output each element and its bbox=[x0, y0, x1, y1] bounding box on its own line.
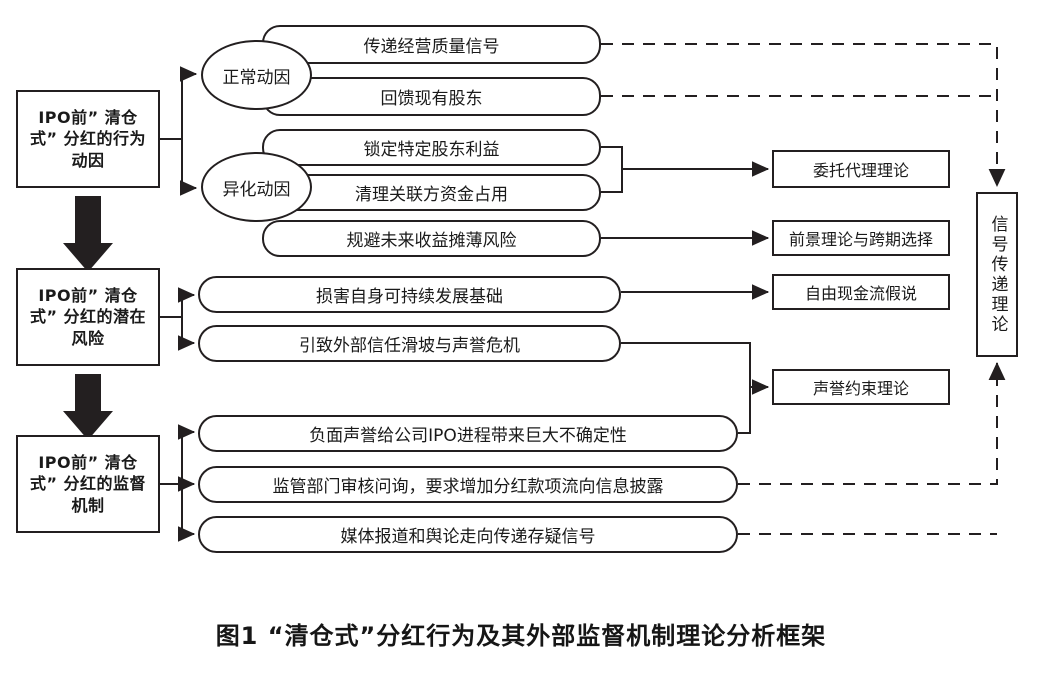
signal-theory-label: 信号传递理论 bbox=[987, 214, 1008, 335]
supervision-item-label: 负面声誉给公司IPO进程带来巨大不确定性 bbox=[309, 426, 627, 446]
motive-item-label: 锁定特定股东利益 bbox=[363, 140, 500, 160]
stage-flow-arrows bbox=[63, 196, 113, 440]
figure-caption: 图1 “清仓式”分红行为及其外部监督机制理论分析框架 bbox=[215, 622, 827, 650]
motive-item-label: 传递经营质量信号 bbox=[363, 37, 500, 57]
risk-item-harm-sustainability[interactable]: 损害自身可持续发展基础 bbox=[198, 276, 621, 313]
stage-label: IPO前” 清仓式” 分红的行为动因 bbox=[29, 108, 147, 170]
theory-box-reputation[interactable]: 声誉约束理论 bbox=[772, 369, 950, 405]
theory-label: 声誉约束理论 bbox=[812, 379, 909, 398]
stage-label: IPO前” 清仓式” 分红的潜在风险 bbox=[29, 286, 147, 348]
motive-type-normal[interactable]: 正常动因 bbox=[201, 40, 312, 110]
supervision-item-negative-reputation[interactable]: 负面声誉给公司IPO进程带来巨大不确定性 bbox=[198, 415, 738, 452]
stage-box-supervision[interactable]: IPO前” 清仓式” 分红的监督机制 bbox=[16, 435, 160, 533]
supervision-item-label: 媒体报道和舆论走向传递存疑信号 bbox=[340, 527, 596, 547]
motive-type-label: 正常动因 bbox=[222, 67, 291, 88]
motive-item-lock-interest[interactable]: 锁定特定股东利益 bbox=[262, 129, 601, 166]
motive-item-clear-occupation[interactable]: 清理关联方资金占用 bbox=[262, 174, 601, 211]
risk-item-label: 损害自身可持续发展基础 bbox=[316, 287, 503, 307]
stage-box-risk[interactable]: IPO前” 清仓式” 分红的潜在风险 bbox=[16, 268, 160, 366]
supervision-item-regulator-inquiry[interactable]: 监管部门审核问询，要求增加分红款项流向信息披露 bbox=[198, 466, 738, 503]
theory-label: 前景理论与跨期选择 bbox=[788, 230, 933, 249]
motive-item-label: 规避未来收益摊薄风险 bbox=[346, 231, 517, 251]
theory-label: 委托代理理论 bbox=[812, 161, 909, 180]
theory-box-prospect[interactable]: 前景理论与跨期选择 bbox=[772, 220, 950, 256]
motive-item-avoid-dilution[interactable]: 规避未来收益摊薄风险 bbox=[262, 220, 601, 257]
supervision-item-media-opinion[interactable]: 媒体报道和舆论走向传递存疑信号 bbox=[198, 516, 738, 553]
supervision-item-label: 监管部门审核问询，要求增加分红款项流向信息披露 bbox=[272, 477, 664, 497]
motive-item-label: 清理关联方资金占用 bbox=[355, 185, 508, 205]
stage-label: IPO前” 清仓式” 分红的监督机制 bbox=[29, 453, 147, 515]
theory-label: 自由现金流假说 bbox=[804, 284, 917, 303]
motive-type-label: 异化动因 bbox=[222, 179, 291, 200]
theory-box-free-cash-flow[interactable]: 自由现金流假说 bbox=[772, 274, 950, 310]
stage-box-motive[interactable]: IPO前” 清仓式” 分红的行为动因 bbox=[16, 90, 160, 188]
motive-item-signal-quality[interactable]: 传递经营质量信号 bbox=[262, 25, 601, 64]
risk-item-trust-collapse[interactable]: 引致外部信任滑坡与声誉危机 bbox=[198, 325, 621, 362]
motive-type-alienated[interactable]: 异化动因 bbox=[201, 152, 312, 222]
motive-item-reward-holders[interactable]: 回馈现有股东 bbox=[262, 77, 601, 116]
theory-box-signal-transmission[interactable]: 信号传递理论 bbox=[976, 192, 1018, 357]
motive-item-label: 回馈现有股东 bbox=[380, 89, 483, 109]
theory-box-agency[interactable]: 委托代理理论 bbox=[772, 150, 950, 188]
risk-item-label: 引致外部信任滑坡与声誉危机 bbox=[299, 336, 520, 356]
